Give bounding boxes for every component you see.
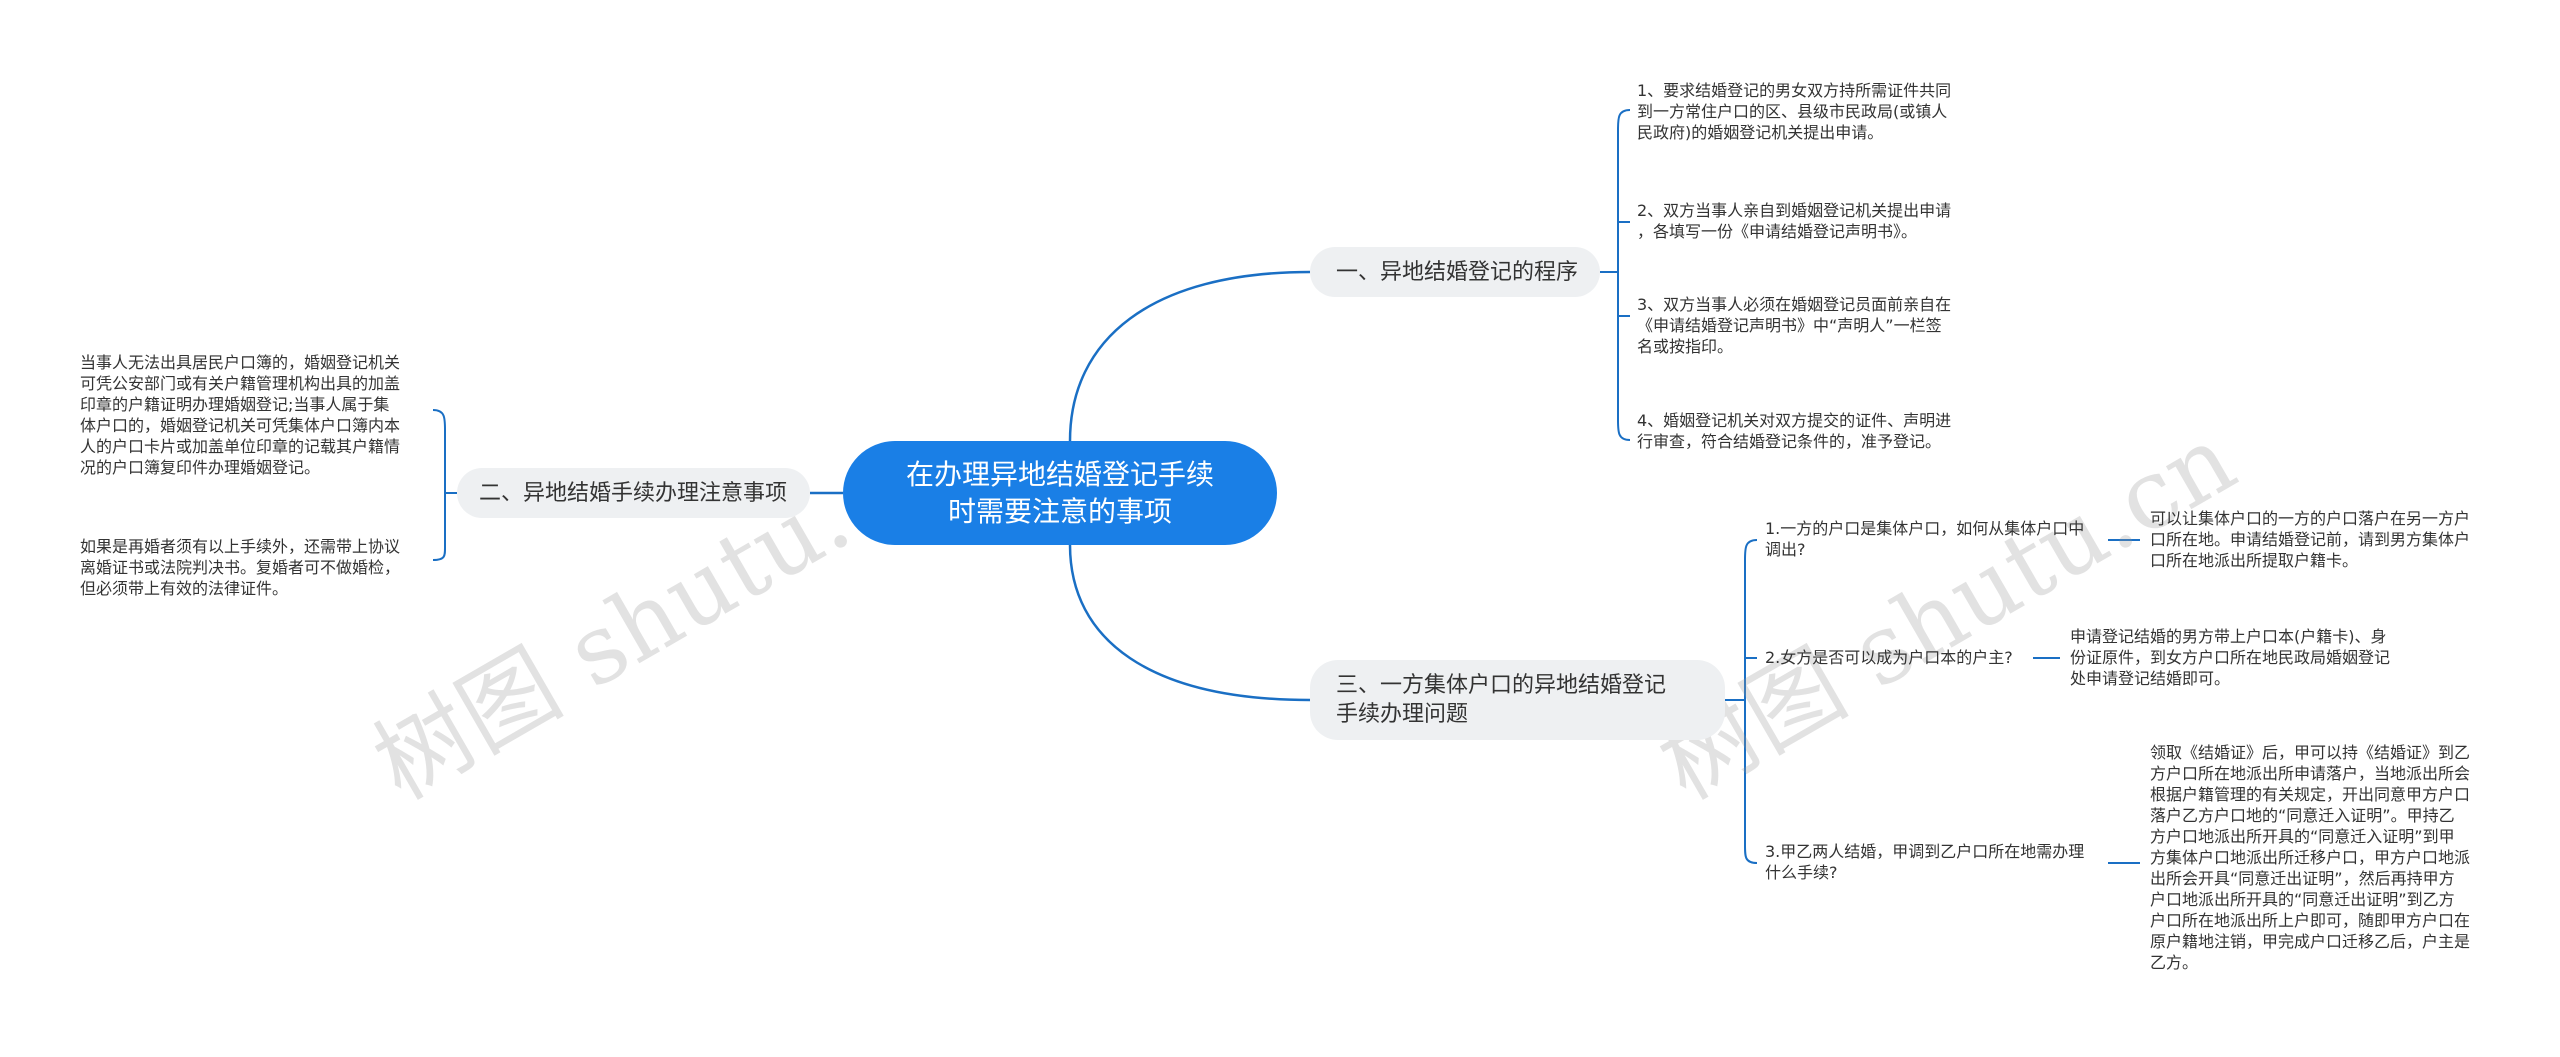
- leaf-question-3[interactable]: 3.甲乙两人结婚，甲调到乙户口所在地需办理 什么手续?: [1765, 842, 2085, 882]
- leaf-procedure-step-2[interactable]: 2、双方当事人亲自到婚姻登记机关提出申请 ，各填写一份《申请结婚登记声明书》。: [1637, 201, 1952, 241]
- leaf-answer-3[interactable]: 领取《结婚证》后，甲可以持《结婚证》到乙 方户口所在地派出所申请落户，当地派出所…: [2150, 743, 2471, 972]
- leaf-procedure-step-1[interactable]: 1、要求结婚登记的男女双方持所需证件共同 到一方常住户口的区、县级市民政局(或镇…: [1637, 81, 1952, 142]
- connector-central-branch-3: [1068, 544, 1311, 702]
- leaf-notes-household-register[interactable]: 当事人无法出具居民户口簿的，婚姻登记机关 可凭公安部门或有关户籍管理机构出具的加…: [80, 353, 401, 477]
- leaf-question-1[interactable]: 1.一方的户口是集体户口，如何从集体户口中 调出?: [1765, 519, 2085, 559]
- connector-central-branch-1: [1068, 270, 1311, 442]
- leaf-procedure-step-4[interactable]: 4、婚姻登记机关对双方提交的证件、声明进 行审查，符合结婚登记条件的，准予登记。: [1637, 411, 1952, 451]
- branch-3-collective-household[interactable]: 三、一方集体户口的异地结婚登记 手续办理问题: [1310, 660, 1725, 740]
- leaf-notes-remarriage[interactable]: 如果是再婚者须有以上手续外，还需带上协议 离婚证书或法院判决书。复婚者可不做婚检…: [80, 537, 401, 598]
- leaf-answer-2[interactable]: 申请登记结婚的男方带上户口本(户籍卡)、身 份证原件，到女方户口所在地民政局婚姻…: [2070, 627, 2391, 688]
- leaf-procedure-step-3[interactable]: 3、双方当事人必须在婚姻登记员面前亲自在 《申请结婚登记声明书》中“声明人”一栏…: [1637, 295, 1952, 356]
- leaf-question-2[interactable]: 2.女方是否可以成为户口本的户主?: [1765, 648, 2013, 667]
- branch-2-notes[interactable]: 二、异地结婚手续办理注意事项: [457, 468, 810, 518]
- leaf-answer-1[interactable]: 可以让集体户口的一方的户口落户在另一方户 口所在地。申请结婚登记前，请到男方集体…: [2150, 509, 2471, 570]
- central-topic[interactable]: 在办理异地结婚登记手续 时需要注意的事项: [843, 441, 1277, 545]
- branch-1-procedure[interactable]: 一、异地结婚登记的程序: [1310, 247, 1600, 297]
